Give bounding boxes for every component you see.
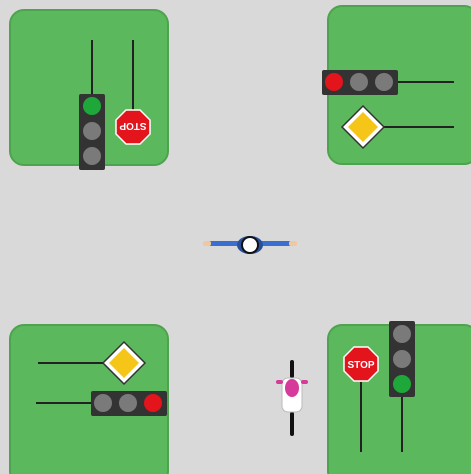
signal-lamp-off bbox=[119, 394, 137, 412]
signal-lamp-off bbox=[393, 350, 411, 368]
signal-lamp-off bbox=[375, 73, 393, 91]
signal-lamp-red bbox=[325, 73, 343, 91]
signal-lamp-green bbox=[393, 375, 411, 393]
signal-lamp-off bbox=[83, 122, 101, 140]
signal-lamp-green bbox=[83, 97, 101, 115]
stop-sign-label: STOP bbox=[347, 360, 374, 371]
signal-lamp-off bbox=[350, 73, 368, 91]
signal-lamp-red bbox=[144, 394, 162, 412]
signal-lamp-off bbox=[94, 394, 112, 412]
stop-sign-label: STOP bbox=[119, 120, 146, 131]
signal-lamp-off bbox=[83, 147, 101, 165]
signal-lamp-off bbox=[393, 325, 411, 343]
